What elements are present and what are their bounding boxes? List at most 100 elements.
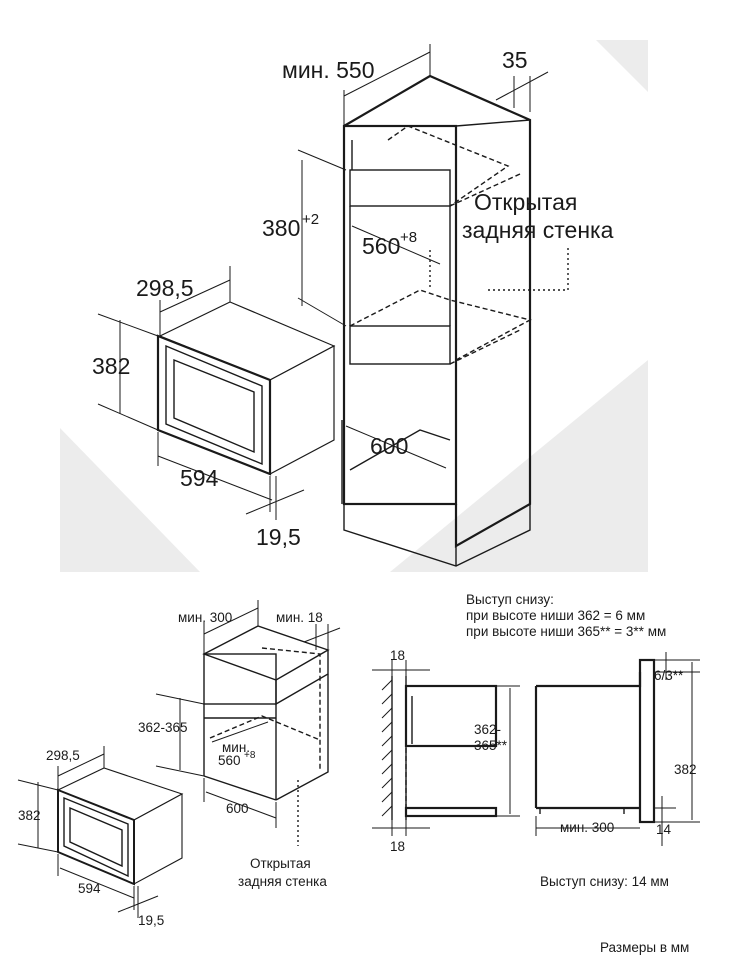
label-594-top: 594 xyxy=(180,465,219,491)
tall-cabinet xyxy=(341,74,532,567)
niche-floor-dash xyxy=(349,289,532,361)
wall-hatch xyxy=(381,679,393,817)
dim-600-bl: 600 xyxy=(203,778,277,828)
units-note: Размеры в мм xyxy=(600,940,689,955)
open-back-bl-line1: Открытая xyxy=(250,856,311,871)
dim-19-5-top: 19,5 xyxy=(245,476,305,550)
label-min-560-base: 560 xyxy=(218,753,241,768)
dim-18-top: 18 xyxy=(372,648,430,676)
upper-shelf xyxy=(349,169,451,207)
lower-interior xyxy=(349,429,451,471)
section-view xyxy=(381,658,656,824)
label-min-300-bl: мин. 300 xyxy=(178,610,232,625)
small-window xyxy=(69,806,123,868)
dim-min-18-bl: мин. 18 xyxy=(276,610,341,650)
appliance-window xyxy=(173,358,255,454)
note-line1: Выступ снизу: xyxy=(466,592,554,607)
upper-back-dash xyxy=(449,173,521,207)
label-600: 600 xyxy=(370,433,408,459)
shade-top-right xyxy=(596,40,648,92)
open-back-line1: Открытая xyxy=(474,189,577,215)
label-560-tol: +8 xyxy=(400,229,417,246)
dim-298-5: 298,5 xyxy=(136,266,231,336)
appliance-small xyxy=(56,767,184,886)
label-min-560-prefix: мин. xyxy=(222,740,250,755)
wall-cab-upper-front xyxy=(203,653,277,705)
label-min-18-bl: мин. 18 xyxy=(276,610,323,625)
label-382-bl: 382 xyxy=(18,808,41,823)
open-back-leader xyxy=(486,248,569,291)
wall-cab-upper-side xyxy=(275,650,329,706)
dim-14: 14 xyxy=(654,796,676,846)
label-298-5-top: 298,5 xyxy=(136,275,194,301)
label-365-br: 365** xyxy=(474,738,508,753)
dim-298-5-bl: 298,5 xyxy=(46,746,105,790)
label-18-top: 18 xyxy=(390,648,405,663)
open-back-top: Открытая задняя стенка xyxy=(462,189,614,291)
small-front xyxy=(57,788,135,886)
label-6-3: 6/3** xyxy=(654,668,684,683)
appliance-top-edge xyxy=(536,672,642,688)
dim-362-365-br: 362- 365** xyxy=(474,685,520,817)
dim-382-bl: 382 xyxy=(17,779,59,853)
niche-side xyxy=(275,674,329,801)
label-298-5-bl: 298,5 xyxy=(46,748,80,763)
lower-back-dash xyxy=(449,329,521,365)
open-back-bl: Открытая задняя стенка xyxy=(238,780,327,889)
label-19-5-top: 19,5 xyxy=(256,524,301,550)
note-line2: при высоте ниши 362 = 6 мм xyxy=(466,608,645,623)
niche-dash-bl xyxy=(209,715,321,741)
open-back-line2: задняя стенка xyxy=(462,217,614,243)
label-362-br: 362- xyxy=(474,722,501,737)
upper-shelf-dash xyxy=(387,125,510,207)
niche-floor xyxy=(404,806,498,818)
dim-6-3: 6/3** xyxy=(654,652,700,683)
section-notes: Выступ снизу: при высоте ниши 362 = 6 мм… xyxy=(466,592,666,639)
label-18-bottom: 18 xyxy=(390,839,405,854)
dim-382-br: 382 xyxy=(654,662,700,823)
dim-min-550: мин. 550 xyxy=(282,44,431,126)
open-back-dash-bl xyxy=(261,647,321,770)
appliance-top xyxy=(156,301,336,476)
dim-35: 35 xyxy=(495,47,549,112)
cabinet-front xyxy=(342,124,458,506)
label-35: 35 xyxy=(502,47,528,73)
label-min-550: мин. 550 xyxy=(282,57,375,83)
wall-cab-top xyxy=(202,625,330,681)
dim-382-top: 382 xyxy=(92,313,159,431)
dim-min-300-bl: мин. 300 xyxy=(178,600,259,654)
dim-19-5-bl: 19,5 xyxy=(117,886,164,928)
label-600-bl: 600 xyxy=(226,801,249,816)
label-min-300-br: мин. 300 xyxy=(560,820,614,835)
note-line3: при высоте ниши 365** = 3** мм xyxy=(466,624,666,639)
label-380: 380 xyxy=(262,215,300,241)
shade-right xyxy=(390,360,648,572)
label-382-top: 382 xyxy=(92,353,130,379)
dim-600: 600 xyxy=(345,425,447,469)
dim-380: 380 +2 xyxy=(262,149,347,327)
label-14: 14 xyxy=(656,822,672,837)
label-594-bl: 594 xyxy=(78,881,101,896)
label-380-tol: +2 xyxy=(302,211,319,228)
open-back-bl-line2: задняя стенка xyxy=(238,874,327,889)
small-door xyxy=(63,796,129,878)
niche-shelf xyxy=(349,325,451,365)
upper-cabinet xyxy=(404,684,498,748)
shade-left xyxy=(60,428,200,572)
dim-min-300-br: мин. 300 xyxy=(535,816,640,836)
dim-min-560-bl: мин. 560 +8 xyxy=(211,721,269,768)
cabinet-top-edge xyxy=(455,119,531,127)
label-min-560-tol: +8 xyxy=(244,750,256,761)
appliance-front-panel xyxy=(638,658,656,824)
label-560: 560 xyxy=(362,233,400,259)
appliance-door xyxy=(165,344,263,466)
dim-362-365-bl: 362-365 xyxy=(138,693,205,777)
label-362-365-bl: 362-365 xyxy=(138,720,188,735)
dim-560: 560 +8 xyxy=(351,225,441,265)
dim-594-top: 594 xyxy=(157,432,273,512)
bottom-note: Выступ снизу: 14 мм xyxy=(540,874,669,889)
appliance-front xyxy=(156,334,272,476)
label-19-5-bl: 19,5 xyxy=(138,913,164,928)
